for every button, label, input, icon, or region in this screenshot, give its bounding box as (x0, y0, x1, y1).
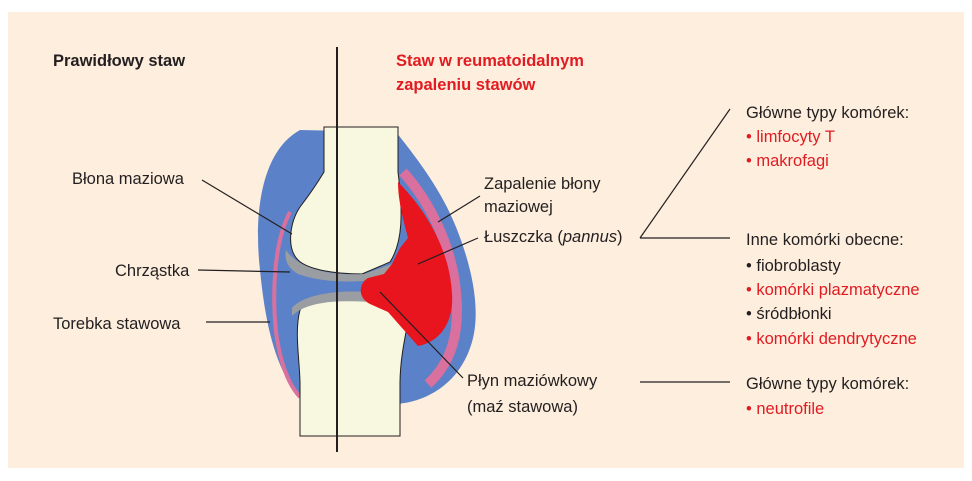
other-cells-item: • komórki dendrytyczne (746, 329, 917, 349)
capsule-label: Torebka stawowa (53, 314, 180, 334)
other-cells-item: • śródbłonki (746, 304, 832, 324)
cartilage-label: Chrząstka (115, 261, 189, 281)
other-cells-title: Inne komórki obecne: (746, 230, 904, 250)
pannus-label: Łuszczka (pannus) (484, 227, 623, 247)
lower-bone (297, 296, 408, 436)
synovial-fluid-label-line1: Płyn maziówkowy (467, 371, 597, 391)
other-cells-item: • fiobroblasty (746, 256, 841, 276)
ra-joint-heading-line1: Staw w reumatoidalnym (396, 51, 584, 71)
inflammation-label-line2: maziowej (484, 197, 553, 217)
main-cells-title: Główne typy komórek: (746, 103, 909, 123)
other-cells-item: • komórki plazmatyczne (746, 280, 920, 300)
synovium-label: Błona maziowa (72, 169, 184, 189)
main-cells-item: • limfocyty T (746, 127, 835, 147)
synovial-fluid-label-line2: (maź stawowa) (467, 397, 578, 417)
fluid-cells-title: Główne typy komórek: (746, 374, 909, 394)
main-cells-item: • makrofagi (746, 151, 829, 171)
pannus-label-suffix: ) (617, 228, 623, 246)
ra-joint-heading-line2: zapaleniu stawów (396, 75, 535, 95)
inflammation-label-line1: Zapalenie błony (484, 174, 601, 194)
fluid-cells-item: • neutrofile (746, 399, 824, 419)
diagram-background: Prawidłowy staw Staw w reumatoidalnym za… (8, 12, 964, 468)
pannus-label-prefix: Łuszczka ( (484, 228, 563, 246)
normal-joint-heading: Prawidłowy staw (53, 51, 185, 71)
pannus-label-italic: pannus (563, 228, 617, 246)
